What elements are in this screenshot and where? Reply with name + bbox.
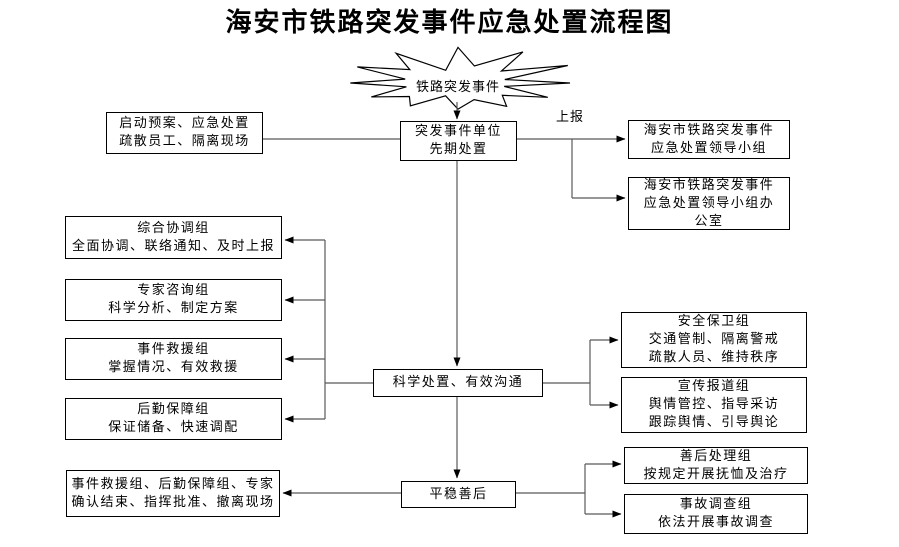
page-title: 海安市铁路突发事件应急处置流程图 <box>225 8 674 38</box>
connectors <box>263 102 626 518</box>
node-logistics-group: 后勤保障组 保证储备、快速调配 <box>65 398 282 440</box>
node-relief-group: 善后处理组 按规定开展抚恤及治疗 <box>624 447 808 484</box>
node-scientific-handling: 科学处置、有效沟通 <box>373 369 543 397</box>
node-investigation-group: 事故调查组 依法开展事故调查 <box>624 494 808 534</box>
node-closeout-confirmation: 事件救援组、后勤保障组、专家 确认结束、指挥批准、撤离现场 <box>66 470 280 517</box>
node-leading-group-office: 海安市铁路突发事件 应急处置领导小组办 公室 <box>628 177 790 230</box>
node-security-group: 安全保卫组 交通管制、隔离警戒 疏散人员、维持秩序 <box>621 312 807 368</box>
node-initial-response: 突发事件单位 先期处置 <box>400 121 517 161</box>
node-expert-group: 专家咨询组 科学分析、制定方案 <box>65 279 282 321</box>
node-publicity-group: 宣传报道组 舆情管控、指导采访 跟踪舆情、引导舆论 <box>621 377 807 433</box>
node-smooth-aftermath: 平稳善后 <box>401 481 516 508</box>
node-leading-group: 海安市铁路突发事件 应急处置领导小组 <box>628 120 790 159</box>
report-up-label: 上报 <box>556 110 585 125</box>
start-burst-label: 铁路突发事件 <box>415 80 500 95</box>
node-coordination-group: 综合协调组 全面协调、联络通知、及时上报 <box>65 216 282 259</box>
node-activate-plan: 启动预案、应急处置 疏散员工、隔离现场 <box>106 112 263 154</box>
node-rescue-group: 事件救援组 掌握情况、有效救援 <box>65 338 282 380</box>
